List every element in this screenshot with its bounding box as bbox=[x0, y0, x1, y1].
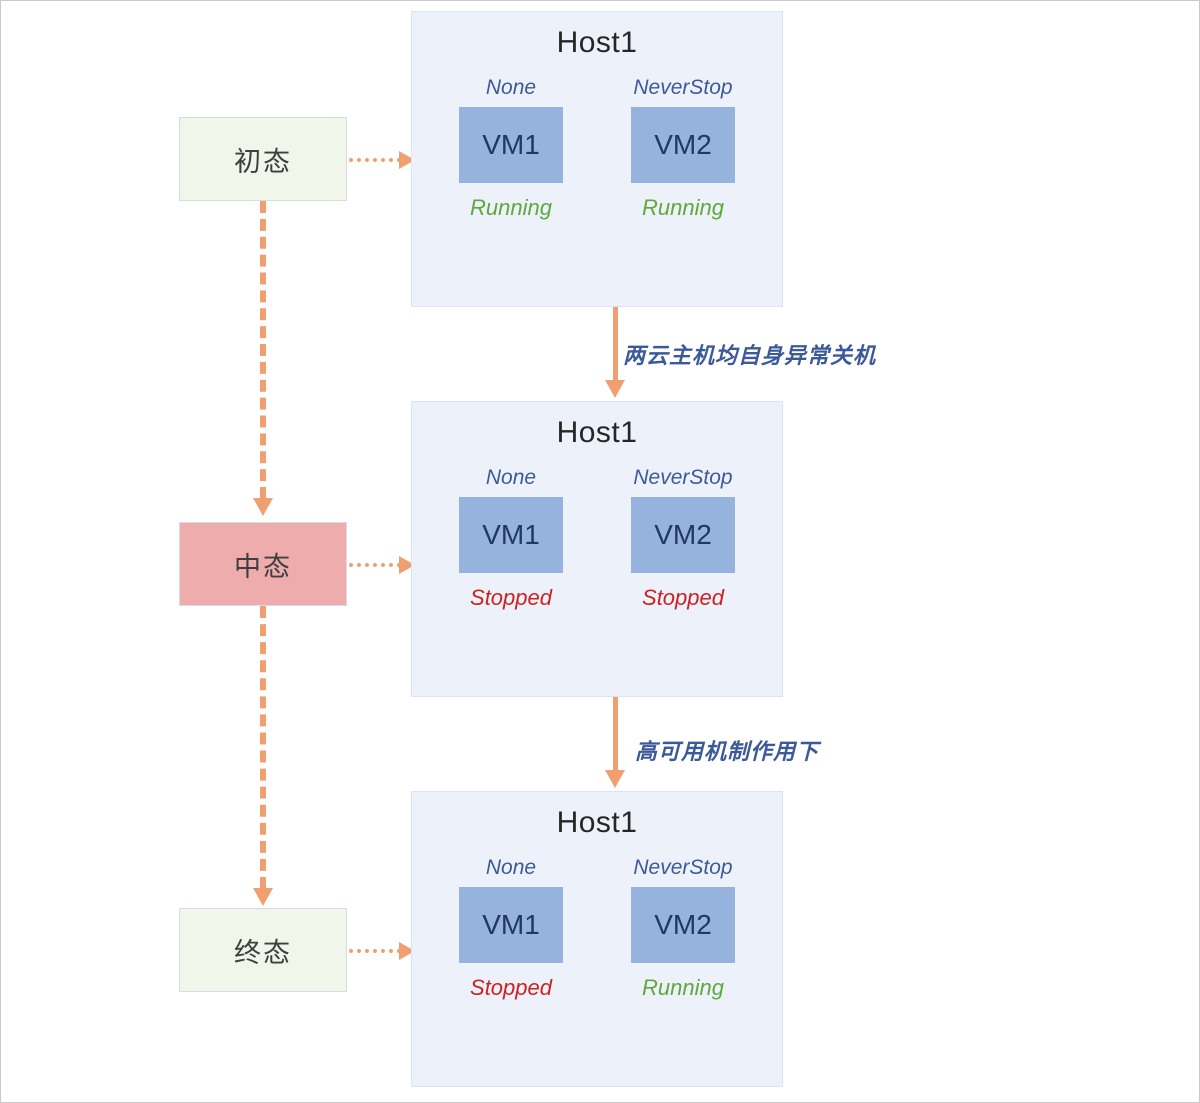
dashed-connector-middle-to-final bbox=[253, 606, 273, 916]
solid-line bbox=[613, 697, 618, 771]
vm-chip[interactable]: VM1 bbox=[459, 497, 563, 573]
state-label-middle: 中态 bbox=[234, 551, 292, 582]
vm-policy-label: NeverStop bbox=[633, 466, 733, 489]
dotted-line bbox=[349, 949, 401, 953]
host-title: Host1 bbox=[556, 26, 638, 59]
arrow-head-down-icon bbox=[253, 888, 273, 906]
vm-status-badge: Stopped bbox=[642, 585, 724, 610]
arrow-head-down-icon bbox=[605, 770, 625, 788]
vm-row: None VM1 Stopped NeverStop VM2 Running bbox=[412, 856, 782, 1001]
vm-chip[interactable]: VM2 bbox=[631, 497, 735, 573]
vm-policy-label: None bbox=[485, 76, 537, 99]
solid-connector-top-to-middle bbox=[605, 307, 625, 403]
vm-column-vm2[interactable]: NeverStop VM2 Running bbox=[631, 76, 735, 221]
vm-policy-label: None bbox=[485, 856, 537, 879]
dashed-line bbox=[260, 606, 266, 889]
vm-status-badge: Running bbox=[642, 975, 724, 1000]
vm-status-badge: Stopped bbox=[470, 585, 552, 610]
dotted-arrow-middle-to-host-middle bbox=[349, 555, 415, 575]
vm-status-badge: Running bbox=[642, 195, 724, 220]
vm-column-vm2[interactable]: NeverStop VM2 Running bbox=[631, 856, 735, 1001]
vm-chip[interactable]: VM2 bbox=[631, 107, 735, 183]
host-box-middle[interactable]: Host1 None VM1 Stopped NeverStop VM2 Sto… bbox=[411, 401, 783, 697]
state-box-final[interactable]: 终态 bbox=[179, 908, 347, 992]
state-box-middle[interactable]: 中态 bbox=[179, 522, 347, 606]
dotted-arrow-initial-to-host-top bbox=[349, 150, 415, 170]
transition-label-1: 两云主机均自身异常关机 bbox=[623, 343, 877, 368]
vm-column-vm1[interactable]: None VM1 Running bbox=[459, 76, 563, 221]
dashed-line bbox=[260, 201, 266, 499]
vm-column-vm1[interactable]: None VM1 Stopped bbox=[459, 856, 563, 1001]
vm-chip[interactable]: VM2 bbox=[631, 887, 735, 963]
transition-label-2: 高可用机制作用下 bbox=[635, 739, 820, 764]
state-box-initial[interactable]: 初态 bbox=[179, 117, 347, 201]
dashed-connector-initial-to-middle bbox=[253, 201, 273, 526]
host-title: Host1 bbox=[556, 806, 638, 839]
host-box-bottom[interactable]: Host1 None VM1 Stopped NeverStop VM2 Run… bbox=[411, 791, 783, 1087]
vm-row: None VM1 Running NeverStop VM2 Running bbox=[412, 76, 782, 221]
vm-policy-label: None bbox=[485, 466, 537, 489]
vm-policy-label: NeverStop bbox=[633, 856, 733, 879]
vm-chip[interactable]: VM1 bbox=[459, 107, 563, 183]
state-label-final: 终态 bbox=[234, 937, 292, 968]
vm-column-vm2[interactable]: NeverStop VM2 Stopped bbox=[631, 466, 735, 611]
vm-column-vm1[interactable]: None VM1 Stopped bbox=[459, 466, 563, 611]
solid-line bbox=[613, 307, 618, 381]
vm-policy-label: NeverStop bbox=[633, 76, 733, 99]
host-box-top[interactable]: Host1 None VM1 Running NeverStop VM2 Run… bbox=[411, 11, 783, 307]
dotted-line bbox=[349, 158, 401, 162]
state-label-initial: 初态 bbox=[234, 146, 292, 177]
solid-connector-middle-to-bottom bbox=[605, 697, 625, 793]
dotted-line bbox=[349, 563, 401, 567]
vm-status-badge: Running bbox=[470, 195, 552, 220]
arrow-head-down-icon bbox=[253, 498, 273, 516]
vm-chip[interactable]: VM1 bbox=[459, 887, 563, 963]
vm-row: None VM1 Stopped NeverStop VM2 Stopped bbox=[412, 466, 782, 611]
dotted-arrow-final-to-host-bottom bbox=[349, 941, 415, 961]
arrow-head-down-icon bbox=[605, 380, 625, 398]
host-title: Host1 bbox=[556, 416, 638, 449]
vm-status-badge: Stopped bbox=[470, 975, 552, 1000]
